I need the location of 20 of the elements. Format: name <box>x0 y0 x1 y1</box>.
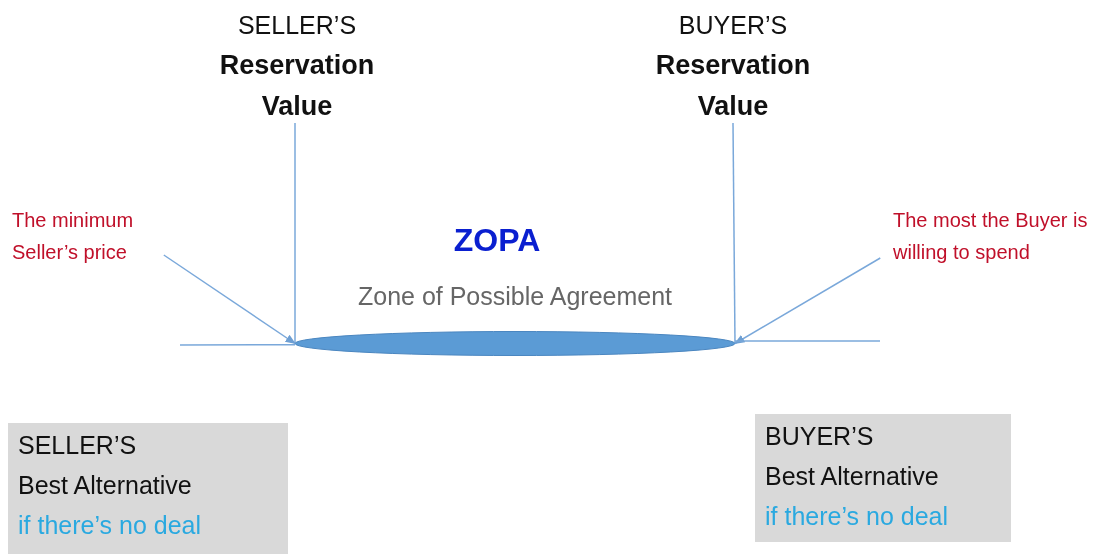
heading-text: BUYER’S <box>677 10 789 41</box>
heading-text: SELLER’S <box>236 10 358 41</box>
box-text: Best Alternative <box>18 470 193 501</box>
heading-text: Reservation Value <box>218 49 376 123</box>
box-text: if there’s no deal <box>765 501 949 532</box>
annotation-text: The most the Buyer is willing to spend <box>893 208 1089 265</box>
box-text: Best Alternative <box>765 461 940 492</box>
connector-line <box>294 122 296 345</box>
connector-line <box>179 344 296 346</box>
zopa-label: ZOPA <box>453 222 541 259</box>
connector-line <box>734 340 881 342</box>
leader-arrow <box>163 254 296 345</box>
box-text: if there’s no deal <box>18 510 202 541</box>
heading-text: Reservation Value <box>654 49 812 123</box>
zone-label: Zone of Possible Agreement <box>357 282 673 311</box>
box-text: SELLER’S <box>18 430 138 461</box>
annotation-text: The minimum Seller’s price <box>12 208 135 265</box>
box-text: BUYER’S <box>765 421 875 452</box>
leader-arrow <box>734 257 882 345</box>
connector-line <box>732 122 736 345</box>
